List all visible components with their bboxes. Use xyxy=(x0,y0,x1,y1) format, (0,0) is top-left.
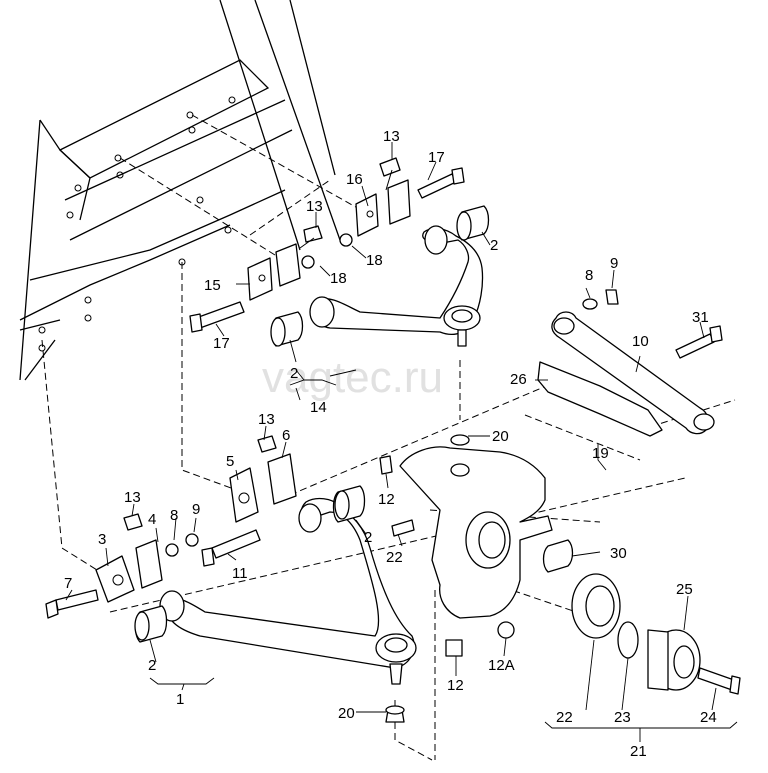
callout-8: 8 xyxy=(585,267,593,284)
callout-20: 20 xyxy=(492,428,509,445)
callout-16: 16 xyxy=(346,171,363,188)
callout-12: 12 xyxy=(447,677,464,694)
callout-11: 11 xyxy=(232,565,248,582)
callout-25: 25 xyxy=(676,581,693,598)
callout-13: 13 xyxy=(124,489,141,506)
callout-7: 7 xyxy=(64,575,72,592)
callout-14: 14 xyxy=(310,399,327,416)
callout-19: 19 xyxy=(592,445,609,462)
callout-13: 13 xyxy=(258,411,275,428)
callout-9: 9 xyxy=(192,501,200,518)
callout-13: 13 xyxy=(306,198,323,215)
callout-12A: 12A xyxy=(488,657,515,674)
callout-numbers: 13 17 16 13 2 18 18 15 17 2 14 8 9 31 10… xyxy=(64,128,717,760)
bolt-31 xyxy=(675,325,723,359)
callout-13: 13 xyxy=(383,128,400,145)
callout-15: 15 xyxy=(204,277,221,294)
lower-arm-brackets xyxy=(95,453,297,603)
callout-1: 1 xyxy=(176,691,184,708)
callout-10: 10 xyxy=(632,333,649,350)
callout-18: 18 xyxy=(366,252,383,269)
callout-9: 9 xyxy=(610,255,618,272)
callout-22: 22 xyxy=(386,549,403,566)
callout-22: 22 xyxy=(556,709,573,726)
callout-31: 31 xyxy=(692,309,709,326)
leader-lines xyxy=(65,142,717,742)
callout-4: 4 xyxy=(148,511,156,528)
callout-17: 17 xyxy=(428,149,445,166)
callout-23: 23 xyxy=(614,709,631,726)
callout-26: 26 xyxy=(510,371,527,388)
callout-20: 20 xyxy=(338,705,355,722)
callout-2: 2 xyxy=(290,365,298,382)
lower-control-arm xyxy=(134,485,417,723)
trailing-link xyxy=(551,311,715,435)
hub-bearing-group xyxy=(571,573,741,695)
callout-5: 5 xyxy=(226,453,234,470)
callout-17: 17 xyxy=(213,335,230,352)
callout-12: 12 xyxy=(378,491,395,508)
callout-2: 2 xyxy=(148,657,156,674)
wheel-bearing-housing xyxy=(379,434,553,657)
upper-control-arm xyxy=(270,205,490,347)
upper-arm-brackets xyxy=(247,179,411,301)
callout-21: 21 xyxy=(630,743,647,760)
callout-24: 24 xyxy=(700,709,717,726)
callout-8: 8 xyxy=(170,507,178,524)
upper-fasteners xyxy=(189,157,465,333)
washer-nut-8-9-top xyxy=(582,289,619,310)
callout-2: 2 xyxy=(364,529,372,546)
cover-26 xyxy=(537,361,663,437)
lower-fasteners xyxy=(45,435,277,619)
watermark: vagtec.ru xyxy=(262,353,443,402)
group-brackets xyxy=(149,369,738,729)
callout-30: 30 xyxy=(610,545,627,562)
bush-30 xyxy=(542,539,574,573)
callout-6: 6 xyxy=(282,427,290,444)
callout-2: 2 xyxy=(490,237,498,254)
callout-3: 3 xyxy=(98,531,106,548)
callout-18: 18 xyxy=(330,270,347,287)
subframe xyxy=(19,0,341,381)
